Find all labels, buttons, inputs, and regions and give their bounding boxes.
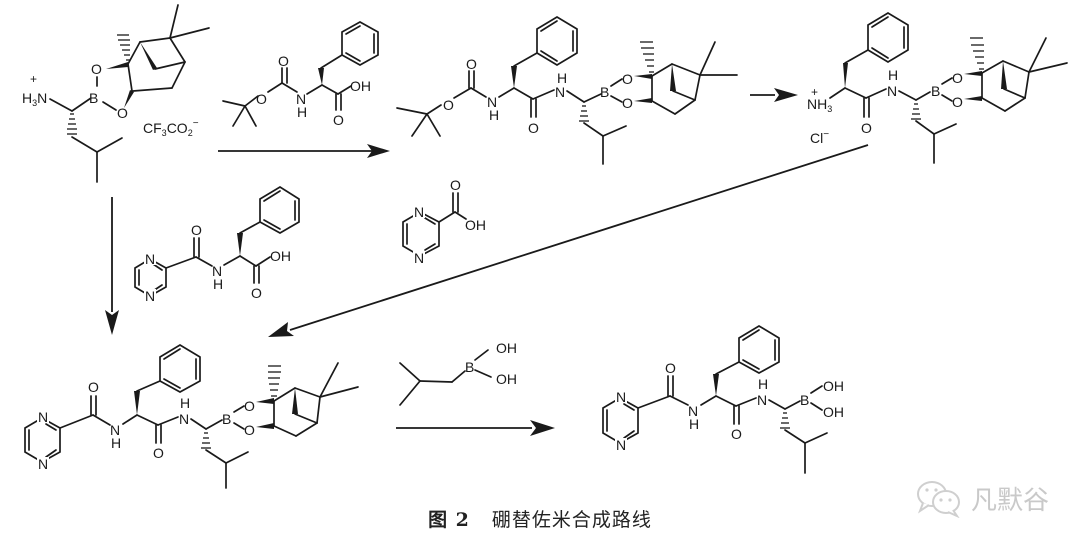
atom-label-h3n: H3N	[22, 90, 47, 108]
atom-label-o: O	[665, 360, 676, 376]
atom-label-n: N	[38, 456, 48, 472]
atom-label-o: O	[278, 53, 289, 69]
compound-3-dipeptide-boronate-hcl: + NH3 O N H B O O	[807, 12, 1068, 164]
atom-label-o: O	[450, 177, 461, 193]
atom-label-n: N	[414, 204, 424, 220]
atom-label-b: B	[931, 83, 940, 99]
atom-label-n: N	[38, 409, 48, 425]
atom-label-oh: OH	[496, 371, 517, 387]
charge-plus: +	[811, 85, 818, 99]
watermark-text: 凡默谷	[971, 485, 1050, 516]
counterion-trifluoroacetate: CF3CO2−	[143, 118, 199, 138]
charge-plus: +	[30, 72, 37, 86]
atom-label-n: N	[110, 422, 120, 438]
atom-label-o: O	[622, 71, 633, 87]
hashed-bond	[579, 105, 589, 122]
atom-label-o: O	[333, 112, 344, 128]
hashed-methyl	[970, 37, 984, 70]
atom-label-h: H	[888, 67, 898, 83]
atom-label-oh: OH	[350, 78, 371, 94]
atom-label-o: O	[191, 222, 202, 238]
atom-label-n: N	[179, 411, 189, 427]
atom-label-h: H	[213, 276, 223, 292]
reagent-boc-phenylalanine: O O N H OH O	[222, 21, 379, 128]
atom-label-o: O	[952, 94, 963, 110]
atom-label-h: H	[689, 416, 699, 432]
atom-label-n: N	[145, 251, 155, 267]
atom-label-n: N	[212, 263, 222, 279]
wechat-chat-bubbles-icon	[917, 481, 960, 518]
atom-label-n: N	[296, 91, 306, 107]
atom-label-o: O	[443, 97, 454, 113]
hashed-methyl	[268, 365, 281, 397]
atom-label-o: O	[153, 445, 164, 461]
atom-label-o: O	[466, 56, 477, 72]
atom-label-oh: OH	[823, 378, 844, 394]
atom-label-n: N	[887, 83, 897, 99]
atom-label-oh: OH	[465, 217, 486, 233]
atom-label-b: B	[600, 84, 609, 100]
watermark: 凡默谷	[915, 478, 1049, 518]
hashed-bond	[201, 432, 211, 449]
atom-label-n: N	[616, 437, 626, 453]
reaction-arrow-step-2	[750, 88, 798, 102]
atom-label-n: N	[757, 392, 767, 408]
hashed-methyl	[640, 41, 654, 73]
atom-label-o: O	[91, 61, 102, 77]
reaction-arrow-step-1	[218, 144, 390, 158]
figure-number: 图 2	[428, 509, 470, 531]
atom-label-n: N	[414, 250, 424, 266]
hashed-methyl	[117, 34, 130, 61]
atom-label-b: B	[222, 411, 231, 427]
reagent-pyrazinoyl-phenylalanine: N N O N H OH O	[134, 186, 300, 304]
atom-label-o: O	[88, 379, 99, 395]
atom-label-oh: OH	[823, 404, 844, 420]
hashed-bond	[780, 412, 790, 429]
reaction-arrow-step-5	[396, 420, 555, 436]
atom-label-h: H	[557, 70, 567, 86]
atom-label-o: O	[256, 91, 267, 107]
atom-label-h: H	[489, 107, 499, 123]
atom-label-n: N	[555, 84, 565, 100]
figure-caption: 图 2 硼替佐米合成路线	[0, 505, 1080, 532]
atom-label-o: O	[244, 422, 255, 438]
atom-label-o: O	[244, 398, 255, 414]
atom-label-o: O	[861, 120, 872, 136]
atom-label-h: H	[111, 435, 121, 451]
reaction-arrow-step-3	[268, 144, 869, 337]
atom-label-o: O	[528, 120, 539, 136]
atom-label-o: O	[117, 105, 128, 121]
reaction-arrow-step-4	[105, 197, 119, 335]
counterion-chloride: Cl−	[810, 129, 829, 146]
atom-label-n: N	[616, 389, 626, 405]
atom-label-h: H	[297, 104, 307, 120]
reagent-isobutylboronic-acid: B OH OH	[399, 340, 517, 406]
reagent-pyrazine-carboxylic-acid: N N O OH	[402, 177, 486, 266]
figure-title: 硼替佐米合成路线	[491, 509, 652, 531]
atom-label-nh3: NH3	[807, 96, 832, 114]
atom-label-oh: OH	[270, 248, 291, 264]
atom-label-oh: OH	[496, 340, 517, 356]
compound-5-bortezomib: N N O N H O N H B	[602, 325, 844, 474]
atom-label-o: O	[622, 95, 633, 111]
atom-label-b: B	[800, 392, 809, 408]
atom-label-h: H	[180, 395, 190, 411]
atom-label-h: H	[758, 376, 768, 392]
atom-label-o: O	[731, 426, 742, 442]
atom-label-o: O	[952, 70, 963, 86]
atom-label-n: N	[487, 94, 497, 110]
hashed-bond	[67, 113, 77, 135]
hashed-bond	[911, 103, 921, 120]
compound-1-leucine-boronate-salt: + H3N B O O	[22, 4, 210, 183]
atom-label-n: N	[688, 403, 698, 419]
atom-label-b: B	[465, 359, 474, 375]
atom-label-n: N	[145, 288, 155, 304]
compound-2-boc-dipeptide-boronate: O O N H O N H B O	[396, 16, 738, 165]
atom-label-b: B	[89, 90, 98, 106]
compound-4-bortezomib-pinanediol-ester: N N O N H O N H B	[24, 344, 359, 489]
atom-label-o: O	[251, 285, 262, 301]
